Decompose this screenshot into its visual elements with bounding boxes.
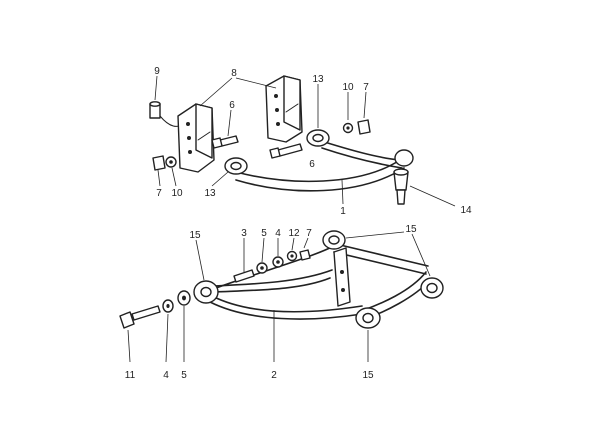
washer-part bbox=[286, 250, 298, 262]
callout-label: 4 bbox=[275, 228, 281, 239]
callout-label: 13 bbox=[204, 188, 216, 199]
left-bracket-plate bbox=[177, 103, 215, 173]
bolt-part bbox=[119, 305, 161, 329]
washer-part bbox=[272, 256, 284, 268]
pin-part bbox=[233, 269, 255, 283]
callout-label: 15 bbox=[405, 224, 417, 235]
callout-label: 11 bbox=[125, 370, 136, 381]
callout-label: 13 bbox=[312, 74, 324, 85]
callout-label: 7 bbox=[156, 188, 162, 199]
washer-part bbox=[177, 290, 191, 306]
ball-joint bbox=[393, 168, 409, 205]
nut-part bbox=[299, 249, 311, 261]
lower-wishbone-assembly bbox=[119, 230, 444, 329]
callout-label: 7 bbox=[306, 228, 312, 239]
callout-label: 4 bbox=[163, 370, 169, 381]
callout-label: 5 bbox=[181, 370, 187, 381]
nut-and-washer bbox=[152, 155, 177, 171]
callout-label: 14 bbox=[460, 205, 472, 216]
callout-labels: 9 8 13 10 7 6 6 7 10 13 1 14 15 3 5 4 12… bbox=[125, 66, 472, 381]
callout-label: 8 bbox=[231, 68, 237, 79]
callout-label: 6 bbox=[229, 100, 235, 111]
leader-lines bbox=[127, 75, 456, 363]
callout-label: 15 bbox=[362, 370, 374, 381]
lower-wishbone-arm bbox=[193, 230, 444, 329]
callout-label: 6 bbox=[309, 159, 315, 170]
washer-part bbox=[162, 299, 174, 313]
callout-label: 10 bbox=[171, 188, 183, 199]
bolt-part bbox=[269, 143, 303, 159]
pin-part bbox=[149, 101, 183, 127]
callout-label: 7 bbox=[363, 82, 369, 93]
callout-label: 15 bbox=[189, 230, 201, 241]
washer-part bbox=[256, 262, 268, 274]
callout-label: 2 bbox=[271, 370, 277, 381]
bolt-part bbox=[211, 135, 239, 149]
callout-label: 3 bbox=[241, 228, 247, 239]
nut-and-washer bbox=[342, 119, 371, 135]
callout-label: 9 bbox=[154, 66, 160, 77]
callout-label: 1 bbox=[340, 206, 346, 217]
upper-wishbone-assembly bbox=[149, 75, 414, 205]
callout-label: 10 bbox=[342, 82, 354, 93]
right-bracket-plate bbox=[265, 75, 303, 143]
callout-label: 12 bbox=[288, 228, 300, 239]
upper-wishbone-arm bbox=[224, 129, 414, 192]
callout-label: 5 bbox=[261, 228, 267, 239]
